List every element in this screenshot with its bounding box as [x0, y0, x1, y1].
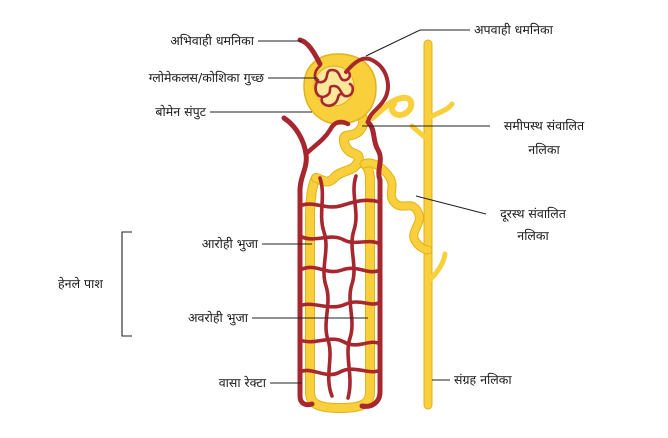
collecting-duct-branches	[409, 101, 455, 285]
efferent-arteriole	[344, 56, 390, 124]
label-descending-limb: अवरोही भुजा	[188, 310, 248, 325]
label-bowmans-capsule: बोमेन संपुट	[155, 104, 206, 119]
henle-bracket	[121, 231, 132, 337]
peritubular-vessel-top	[303, 119, 351, 157]
label-pct-line1: समीपस्थ संवालित	[503, 118, 585, 133]
glomerulus	[313, 64, 355, 107]
blood-vessels	[281, 37, 390, 409]
label-dct-line1: दूरस्थ संवालित	[500, 206, 566, 221]
vasa-recta	[298, 174, 382, 400]
label-pct-line2: नलिका	[528, 142, 560, 157]
leader-efferent	[365, 29, 470, 57]
label-glomerulus: ग्लोमेकलस/कोशिका गुच्छ	[148, 70, 264, 85]
peritubular-vessel-left	[281, 115, 315, 408]
label-afferent-arteriole: अभिवाही धमनिका	[170, 33, 254, 48]
label-collecting-duct: संग्रह नलिका	[454, 372, 512, 387]
peritubular-vessel-right	[359, 119, 383, 409]
leader-dct	[415, 195, 487, 215]
label-henle-loop: हेनले पाश	[58, 276, 103, 291]
afferent-arteriole	[297, 37, 323, 67]
label-ascending-limb: आरोही भुजा	[201, 236, 258, 251]
label-vasa-recta: वासा रेक्टा	[218, 375, 266, 390]
label-efferent-arteriole: अपवाही धमनिका	[474, 22, 553, 37]
leader-lines	[121, 29, 490, 384]
label-dct-line2: नलिका	[517, 228, 549, 243]
